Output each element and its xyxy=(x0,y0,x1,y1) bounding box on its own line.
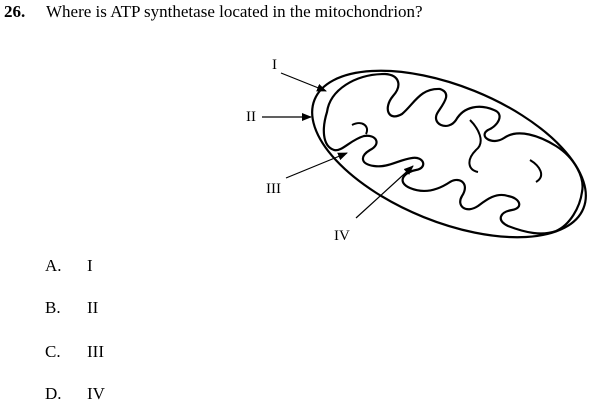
option-value: IV xyxy=(87,384,105,403)
question-number: 26. xyxy=(4,2,26,21)
option-value: III xyxy=(87,342,104,361)
option-value: II xyxy=(87,298,99,317)
option-letter: A. xyxy=(45,256,62,275)
option-letter: B. xyxy=(45,298,61,317)
option-letter: C. xyxy=(45,342,61,361)
option-value: I xyxy=(87,256,93,275)
option-a[interactable]: A. I xyxy=(45,256,93,276)
option-d[interactable]: D. IV xyxy=(45,384,105,404)
label-iii: III xyxy=(266,181,281,197)
arrow-iv xyxy=(355,165,414,219)
option-letter: D. xyxy=(45,384,62,403)
arrow-iii xyxy=(285,152,348,179)
label-iv: IV xyxy=(334,228,350,244)
question-text: Where is ATP synthetase located in the m… xyxy=(46,2,423,21)
label-ii: II xyxy=(246,109,256,125)
arrow-i xyxy=(280,72,327,92)
label-i: I xyxy=(272,57,277,73)
mitochondrion-outer-membrane xyxy=(311,69,587,239)
option-b[interactable]: B. II xyxy=(45,298,98,318)
mitochondrion-inner-membrane xyxy=(322,72,584,235)
option-c[interactable]: C. III xyxy=(45,342,104,362)
